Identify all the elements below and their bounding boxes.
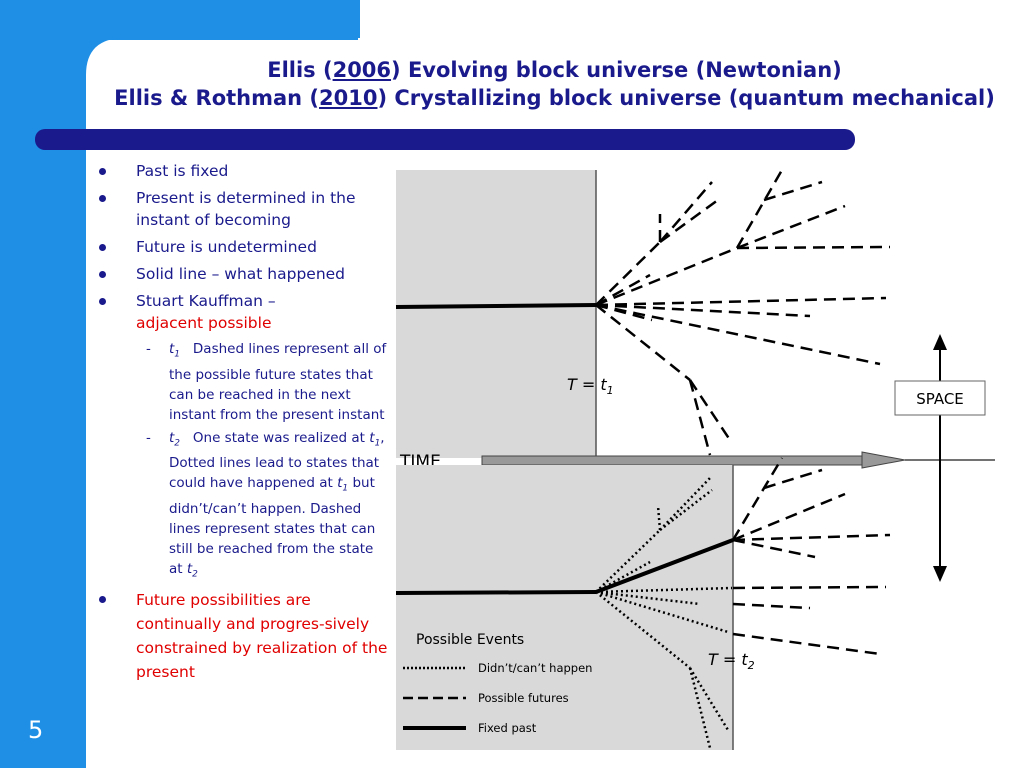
left-sidebar — [0, 0, 86, 768]
sub-bullet-item: - t1 Dashed lines represent all of the po… — [96, 339, 388, 425]
space-axis-arrow-down — [933, 566, 947, 582]
possible-futures-t1 — [595, 169, 891, 456]
past-region-t2 — [396, 465, 733, 750]
t1-label: T = t1 — [567, 375, 614, 397]
legend-title: Possible Events — [416, 632, 524, 648]
title-1-year-link[interactable]: 2006 — [332, 58, 392, 82]
bullet-text-red: Future possibilities are continually and… — [136, 590, 388, 681]
realized-state-line — [595, 538, 734, 594]
bullet-item: Past is fixed — [96, 160, 388, 182]
sub-bullet-t: t — [337, 475, 343, 492]
space-label: SPACE — [916, 390, 964, 408]
sub-bullet-item: -t2 One state was realized at t1, Dotted… — [96, 428, 388, 585]
sub-bullet-t: t — [169, 429, 175, 446]
sub-bullet-t-sub: 1 — [374, 438, 381, 449]
sub-bullet-text: One state was realized at — [192, 429, 370, 446]
title-1-suffix: ) Evolving block universe (Newtonian) — [391, 58, 842, 82]
time-axis-bar — [481, 455, 863, 466]
possible-futures-t2 — [731, 457, 891, 656]
legend-dotted-label: Didn’t/can’t happen — [478, 661, 592, 675]
didnt-happen-paths — [595, 477, 733, 749]
bullet-dot — [99, 168, 106, 175]
bullet-text: Present is determined in the instant of … — [136, 189, 356, 229]
bullet-item: Future possibilities are continually and… — [96, 588, 388, 684]
time-axis-arrowhead — [861, 451, 906, 469]
title-underline-bar — [35, 129, 855, 150]
bullet-text: Solid line – what happened — [136, 265, 346, 283]
title-2-year-link[interactable]: 2010 — [319, 86, 378, 110]
bullet-list: Past is fixed Present is determined in t… — [96, 160, 388, 689]
sub-bullet-t-sub: 2 — [192, 569, 198, 580]
bullet-dot — [99, 595, 106, 603]
sub-bullet-t: t — [169, 341, 175, 357]
bullet-text: Future is undetermined — [136, 238, 317, 256]
space-axis-arrow-up — [933, 334, 947, 350]
sub-bullet-t-sub: 1 — [342, 484, 349, 495]
bullet-text: Stuart Kauffman – — [136, 292, 276, 310]
bullet-item: Stuart Kauffman – adjacent possible — [96, 290, 388, 334]
sub-bullet-text: but didn’t/can’t happen. Dashed lines re… — [169, 475, 376, 578]
bullet-dot — [99, 271, 106, 278]
title-line-1: Ellis (2006) Evolving block universe (Ne… — [85, 57, 1024, 83]
fixed-past-line-t2 — [395, 590, 597, 595]
sub-bullet-t: t — [186, 561, 193, 578]
sub-bullet-dash: - — [146, 341, 151, 357]
title-2-suffix: ) Crystallizing block universe (quantum … — [377, 86, 995, 110]
bullet-text-red: adjacent possible — [136, 314, 272, 332]
bullet-item: Future is undetermined — [96, 236, 388, 258]
sub-bullet-t-sub: 1 — [174, 349, 181, 360]
sub-bullet-t-sub: 2 — [174, 438, 181, 449]
fixed-past-line-t1 — [395, 303, 597, 309]
sub-bullet-t: t — [369, 429, 375, 446]
bullet-dot — [99, 244, 106, 251]
slide-number: 5 — [28, 716, 44, 744]
bullet-dot — [99, 298, 106, 305]
title-line-2: Ellis & Rothman (2010) Crystallizing blo… — [85, 85, 1024, 111]
t2-label: T = t2 — [708, 650, 755, 672]
bullet-dot — [99, 195, 106, 202]
sub-bullet-dash: - — [146, 429, 151, 446]
title-2-prefix: Ellis & Rothman ( — [114, 86, 320, 110]
bullet-item: Solid line – what happened — [96, 263, 388, 285]
bullet-text: Past is fixed — [136, 162, 229, 180]
sub-bullet-text: Dashed lines represent all of the possib… — [169, 341, 387, 423]
sub-bullet-text: , Dotted lines lead to states that could… — [169, 429, 385, 492]
bullet-item: Present is determined in the instant of … — [96, 187, 388, 231]
past-region-t1 — [396, 170, 596, 458]
legend-dashed-label: Possible futures — [478, 691, 569, 705]
space-label-box — [894, 380, 986, 416]
legend-solid-label: Fixed past — [478, 721, 537, 735]
title-1-prefix: Ellis ( — [267, 58, 333, 82]
